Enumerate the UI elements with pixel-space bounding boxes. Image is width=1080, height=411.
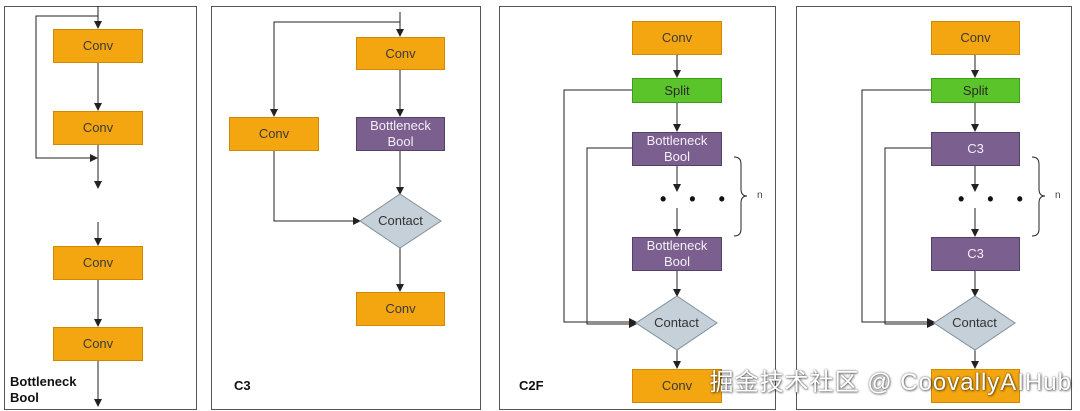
c2f-panel bbox=[499, 6, 776, 410]
c3-bottleneck: Bottleneck Bool bbox=[356, 117, 445, 151]
c3-variant-c3-1: C3 bbox=[931, 132, 1020, 166]
c2f-split: Split bbox=[632, 78, 722, 103]
c2f-concat-label: Contact bbox=[654, 315, 699, 330]
c3-variant-conv-top: Conv bbox=[931, 21, 1020, 55]
c3-variant-repeat-dots: • • • bbox=[958, 189, 1032, 209]
c2f-bottleneck-2: Bottleneck Bool bbox=[632, 237, 722, 271]
bottleneck-conv-4: Conv bbox=[53, 327, 143, 361]
c3-panel bbox=[211, 6, 481, 410]
c2f-bottleneck-1: Bottleneck Bool bbox=[632, 132, 722, 166]
c3-variant-concat-label: Contact bbox=[952, 315, 997, 330]
c3-conv-out: Conv bbox=[356, 292, 445, 326]
c3-variant-c3-2: C3 bbox=[931, 237, 1020, 271]
c3-variant-split: Split bbox=[931, 78, 1020, 103]
c2f-concat-diamond bbox=[635, 295, 718, 351]
c3-variant-n-label: n bbox=[1055, 190, 1061, 201]
c2f-conv-out: Conv bbox=[632, 369, 722, 403]
c3-variant-panel bbox=[796, 6, 1072, 410]
c3-conv-side: Conv bbox=[229, 117, 319, 151]
c2f-conv-top: Conv bbox=[632, 21, 722, 55]
c2f-panel-title: C2F bbox=[519, 378, 544, 393]
bottleneck-conv-3: Conv bbox=[53, 246, 143, 280]
c3-variant-conv-out bbox=[931, 369, 1020, 403]
bottleneck-conv-2: Conv bbox=[53, 111, 143, 145]
c3-panel-title: C3 bbox=[234, 378, 251, 393]
c3-variant-concat-diamond bbox=[933, 295, 1016, 351]
c3-concat-diamond bbox=[359, 193, 442, 249]
bottleneck-panel-title: Bottleneck Bool bbox=[10, 374, 77, 405]
bottleneck-conv-1: Conv bbox=[53, 29, 143, 63]
watermark-text: 掘金技术社区 @ CoovallyAIHub bbox=[709, 369, 1072, 396]
c3-conv-top: Conv bbox=[356, 37, 445, 70]
c2f-repeat-dots: • • • bbox=[660, 189, 734, 209]
c2f-n-label: n bbox=[757, 190, 763, 201]
c3-concat-label: Contact bbox=[378, 213, 423, 228]
